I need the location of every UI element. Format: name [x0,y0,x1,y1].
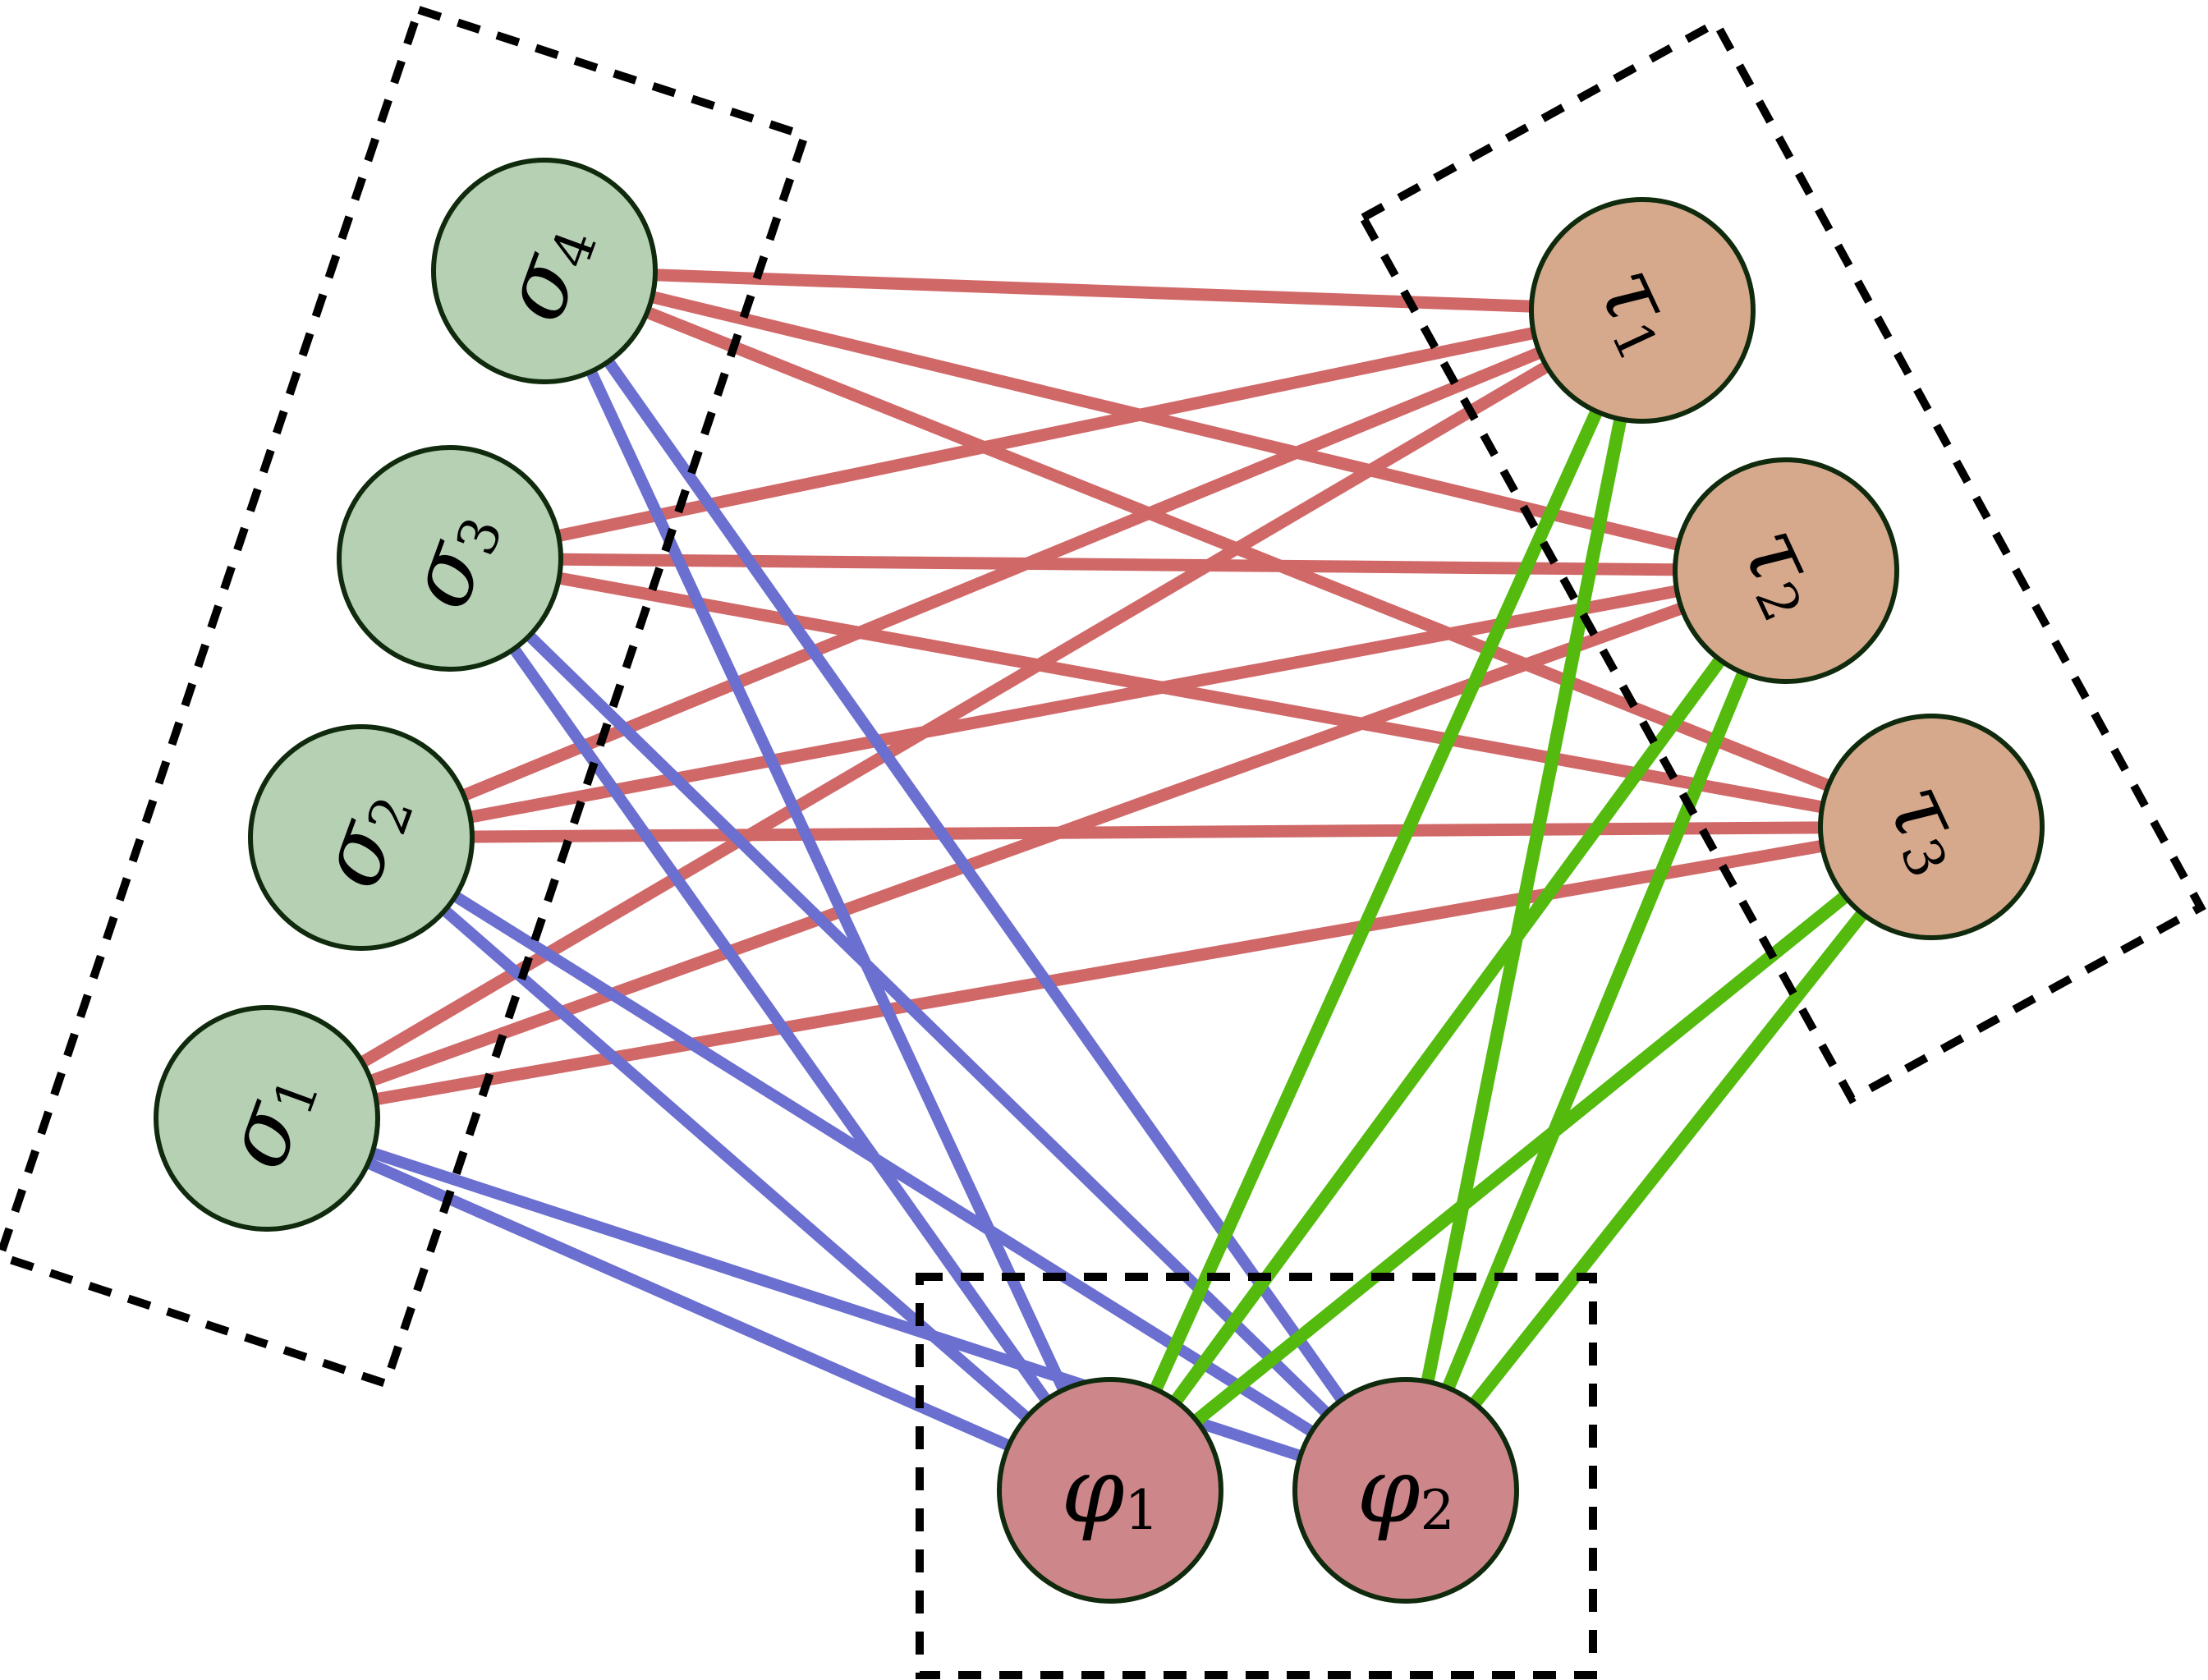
node-circle-sigma3 [337,445,563,672]
node-subscript: 1 [1125,1479,1159,1542]
node-subscript: 2 [1421,1479,1455,1542]
edge-sigma4-phi1 [539,269,1116,1493]
node-label-phi2: φ2 [1356,1438,1454,1543]
node-circle-phi2 [1292,1377,1519,1604]
node-sigma4: σ4 [431,158,658,384]
group-boxes-layer [0,4,2206,1679]
edge-sigma1-phi2 [264,1113,1408,1496]
edge-sigma4-tau3 [542,265,1934,833]
edges-layer [264,264,1937,1496]
node-symbol: φ [1061,1438,1124,1543]
edge-sigma2-phi1 [357,833,1114,1495]
edge-tau1-phi1 [1104,307,1649,1494]
node-phi2: φ2 [1292,1377,1519,1604]
node-circle-sigma2 [248,724,475,951]
edge-sigma4-tau1 [544,264,1643,317]
node-sigma1: σ1 [154,1005,380,1232]
edge-sigma2-tau1 [359,305,1645,843]
sigma-group-box [0,4,810,1389]
node-sigma2: σ2 [248,724,475,951]
node-tau2: τ2 [1673,457,1899,684]
node-label-phi1: φ1 [1061,1438,1159,1543]
edge-sigma3-phi1 [445,554,1115,1494]
edge-sigma2-tau2 [360,564,1788,844]
edge-tau1-phi2 [1399,309,1649,1492]
node-sigma3: σ3 [337,445,563,672]
edge-sigma3-tau1 [448,304,1644,565]
edge-tau2-phi1 [1104,567,1792,1494]
phi-group-box [916,1273,1597,1679]
node-circle-tau2 [1673,457,1899,684]
tau-group-box [1357,17,2206,1104]
node-circle-tau1 [1529,197,1756,424]
edge-sigma1-phi1 [264,1113,1113,1496]
edge-tau2-phi2 [1399,567,1793,1494]
node-symbol: φ [1356,1438,1420,1543]
node-circle-sigma1 [154,1005,380,1232]
edge-sigma1-tau1 [264,305,1646,1124]
node-tau1: τ1 [1529,197,1756,424]
node-circle-sigma4 [431,158,658,384]
node-circle-phi1 [997,1377,1223,1604]
node-phi1: φ1 [997,1377,1223,1604]
edge-sigma4-tau2 [543,264,1788,577]
node-circle-tau3 [1818,714,2045,940]
node-tau3: τ3 [1818,714,2045,940]
edge-tau3-phi1 [1105,821,1936,1496]
edge-sigma2-tau3 [360,820,1932,844]
edge-sigma3-phi2 [446,553,1410,1495]
edge-tau3-phi2 [1400,823,1937,1494]
